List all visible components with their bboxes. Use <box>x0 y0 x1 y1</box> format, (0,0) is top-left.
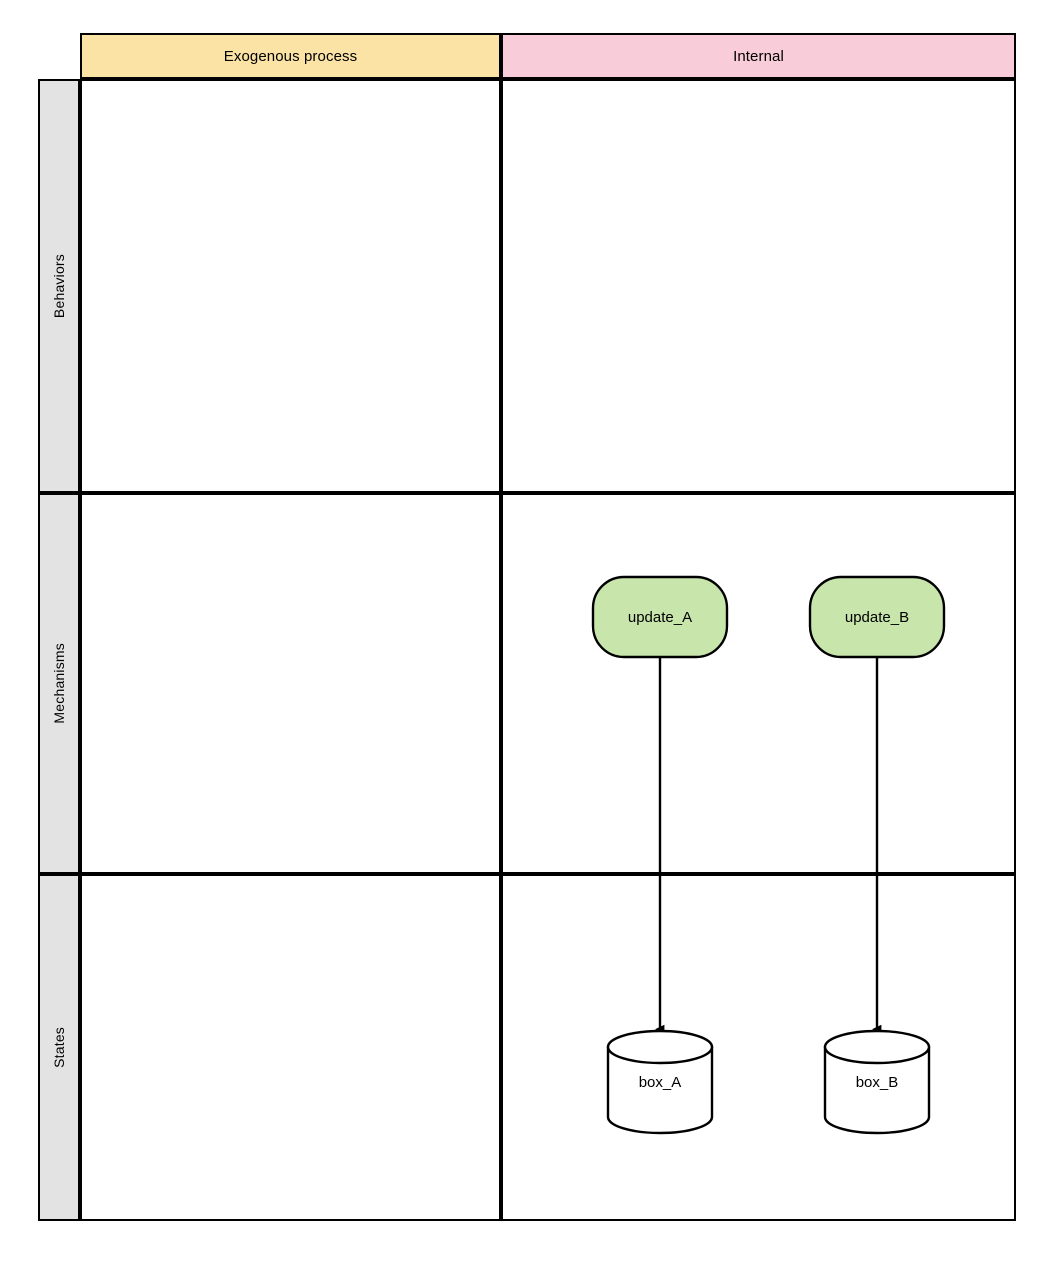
column-header-exogenous-process: Exogenous process <box>80 33 501 79</box>
column-header-internal-label: Internal <box>733 47 784 65</box>
row-header-behaviors-label: Behaviors <box>51 253 67 319</box>
cell-behaviors-internal <box>501 79 1016 493</box>
node-update-b[interactable] <box>808 575 946 659</box>
cell-states-internal <box>501 874 1016 1221</box>
column-header-exogenous-process-label: Exogenous process <box>223 47 358 65</box>
cell-states-exogenous <box>80 874 501 1221</box>
row-header-states-label: States <box>51 1027 67 1068</box>
row-header-behaviors: Behaviors <box>38 79 80 493</box>
node-box-a[interactable] <box>606 1029 714 1135</box>
row-header-mechanisms-label: Mechanisms <box>51 643 67 724</box>
cell-behaviors-exogenous <box>80 79 501 493</box>
node-box-b[interactable] <box>823 1029 931 1135</box>
cell-mechanisms-exogenous <box>80 493 501 874</box>
column-header-internal: Internal <box>501 33 1016 79</box>
row-header-mechanisms: Mechanisms <box>38 493 80 874</box>
node-update-a[interactable] <box>591 575 729 659</box>
cell-mechanisms-internal <box>501 493 1016 874</box>
row-header-states: States <box>38 874 80 1221</box>
